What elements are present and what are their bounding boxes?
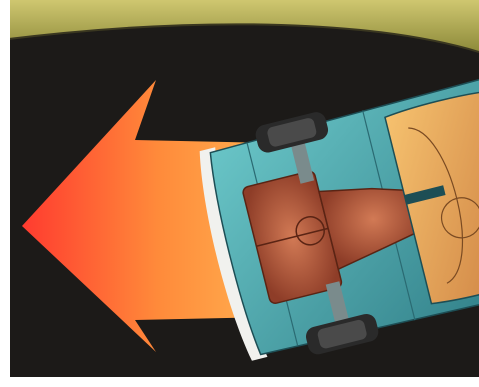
bottom-border xyxy=(0,377,479,387)
left-border xyxy=(0,0,10,387)
